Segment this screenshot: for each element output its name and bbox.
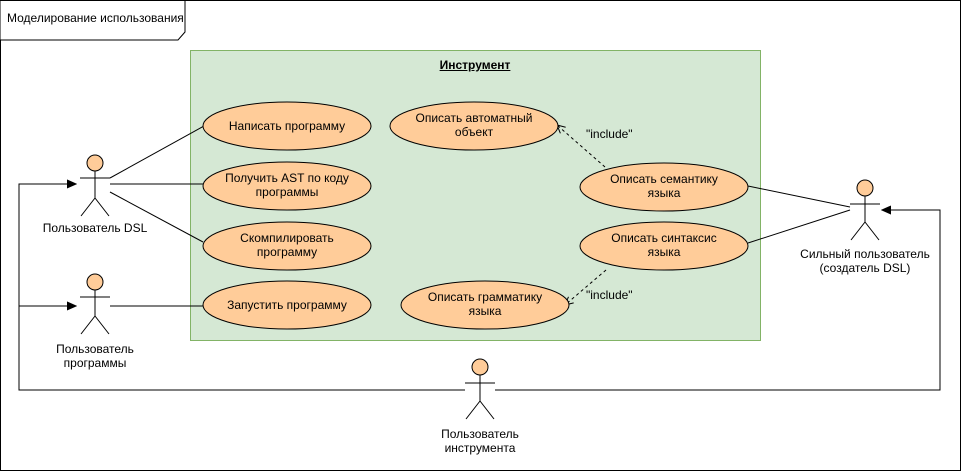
actor-tool-user-label: Пользователь инструмента <box>441 427 519 455</box>
use-case-syntax[interactable] <box>579 221 749 271</box>
actor-power-user-icon[interactable] <box>850 179 880 241</box>
use-case-syntax-label: Описать синтаксис языка <box>611 231 717 259</box>
use-case-run[interactable] <box>202 280 372 330</box>
use-case-semantics-label: Описать семантику языка <box>610 172 718 200</box>
use-case-grammar-label: Описать грамматику языка <box>427 290 543 318</box>
use-case-semantics[interactable] <box>579 162 749 212</box>
use-case-compile[interactable] <box>202 221 372 271</box>
generalizations <box>18 184 941 391</box>
use-case-write-label: Написать программу <box>228 119 346 133</box>
frame-title: Моделирование использования <box>7 11 184 25</box>
include-dependencies <box>557 125 607 305</box>
use-case-write[interactable] <box>202 101 372 151</box>
actor-program-user-label: Пользователь программы <box>56 342 134 370</box>
use-case-grammar[interactable] <box>400 280 570 330</box>
actor-power-user-label: Сильный пользователь (создатель DSL) <box>800 247 930 275</box>
use-case-automaton-label: Описать автоматный объект <box>415 111 533 139</box>
use-case-automaton[interactable] <box>389 101 559 151</box>
actor-tool-user-icon[interactable] <box>465 358 495 420</box>
use-case-ast-label: Получить AST по коду программы <box>225 171 349 199</box>
use-case-compile-label: Скомпилировать программу <box>240 231 334 259</box>
use-case-ast[interactable] <box>202 161 372 211</box>
actor-dsl-user-icon[interactable] <box>80 154 110 217</box>
actor-program-user-icon[interactable] <box>80 273 110 335</box>
actor-dsl-user-label: Пользователь DSL <box>42 221 148 235</box>
include-label-1: "include" <box>586 127 633 141</box>
frame-title-tab <box>0 0 186 41</box>
system-title: Инструмент <box>439 58 511 72</box>
include-label-2: "include" <box>586 288 633 302</box>
use-case-run-label: Запустить программу <box>227 298 347 312</box>
associations <box>109 125 851 307</box>
